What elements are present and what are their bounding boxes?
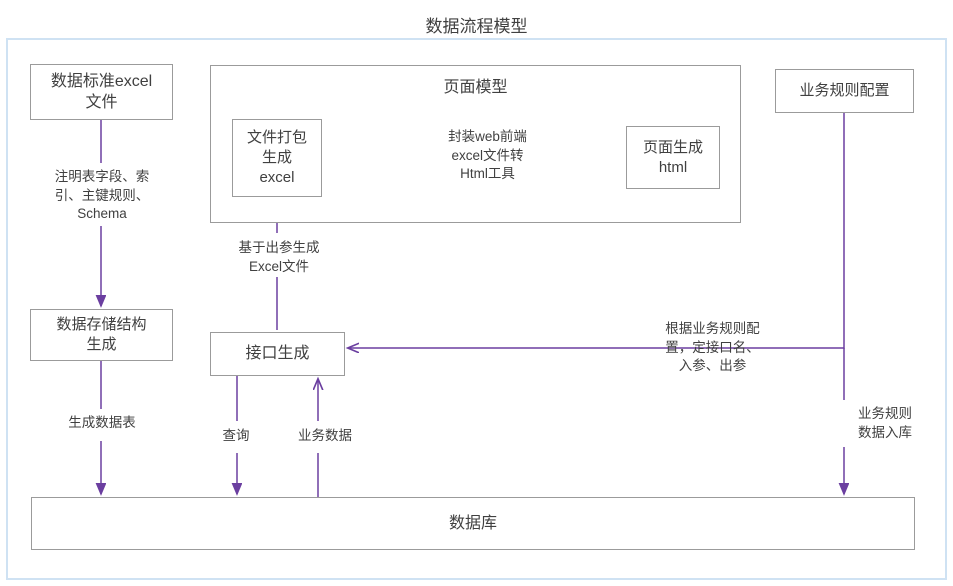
edge-label-generate-data-table: 生成数据表 bbox=[68, 415, 136, 430]
edge-label-business-data: 业务数据 bbox=[298, 428, 352, 443]
node-page-html-label: 页面生成 html bbox=[642, 138, 703, 176]
node-excel-standard-label: 数据标准excel 文件 bbox=[50, 72, 153, 111]
node-excel-standard[interactable]: 数据标准excel 文件 bbox=[30, 64, 173, 120]
node-file-package-label: 文件打包 生成 excel bbox=[246, 129, 307, 186]
node-data-structure-generation[interactable]: 数据存储结构 生成 bbox=[30, 309, 173, 361]
edge-label-encapsulate-web-tool: 封装web前端 excel文件转 Html工具 bbox=[448, 129, 527, 182]
node-database-label: 数据库 bbox=[448, 514, 497, 532]
edge-label-query: 查询 bbox=[222, 428, 250, 443]
node-data-structure-generation-label: 数据存储结构 生成 bbox=[56, 316, 147, 353]
node-business-rule-config-label: 业务规则配置 bbox=[799, 82, 890, 100]
node-api-generation-label: 接口生成 bbox=[245, 345, 310, 363]
page-title: 数据流程模型 bbox=[425, 17, 528, 36]
node-page-model-label: 页面模型 bbox=[443, 79, 508, 96]
node-file-package[interactable]: 文件打包 生成 excel bbox=[232, 119, 322, 197]
edge-label-business-rule-into-db: 业务规则 数据入库 bbox=[858, 406, 912, 440]
node-api-generation[interactable]: 接口生成 bbox=[210, 332, 345, 376]
edge-label-business-rule-api-spec: 根据业务规则配 置，定接口名、 入参、出参 bbox=[665, 321, 760, 374]
edge-label-excel-from-output-params: 基于出参生成 Excel文件 bbox=[238, 240, 320, 274]
edge-label-schema: 注明表字段、索 引、主键规则、 Schema bbox=[54, 169, 150, 222]
node-business-rule-config[interactable]: 业务规则配置 bbox=[775, 69, 914, 113]
node-page-html[interactable]: 页面生成 html bbox=[626, 126, 720, 189]
node-database[interactable]: 数据库 bbox=[31, 497, 915, 550]
diagram-frame bbox=[6, 38, 947, 580]
